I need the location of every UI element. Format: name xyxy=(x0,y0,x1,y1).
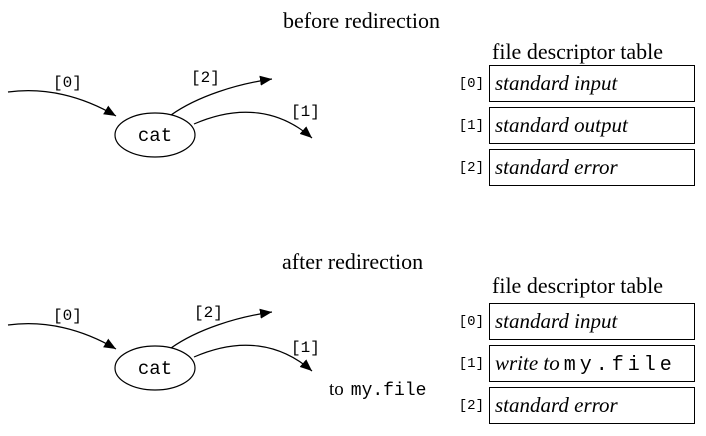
before-section-title: before redirection xyxy=(283,8,440,33)
redirect-target-note: to my.file xyxy=(329,379,426,401)
before-table-index-1: [1] xyxy=(458,118,484,134)
before-process-diagram xyxy=(7,75,313,158)
after-table-row-0: standard input xyxy=(489,303,695,340)
redirect-note-filename: my.file xyxy=(350,381,427,401)
before-table-index-2: [2] xyxy=(458,160,484,176)
before-fd0-arrow-label: [0] xyxy=(53,74,82,92)
before-table-title: file descriptor table xyxy=(492,39,664,64)
after-table-title: file descriptor table xyxy=(492,273,664,298)
before-fd2-arrow-label: [2] xyxy=(191,69,220,87)
after-table-index-2: [2] xyxy=(458,398,484,414)
before-table-row-2: standard error xyxy=(489,149,695,186)
before-stdout-arrow xyxy=(193,111,313,139)
after-process-diagram xyxy=(7,308,313,391)
before-stdin-arrow xyxy=(7,90,117,117)
before-process-ellipse xyxy=(114,112,196,158)
after-table-row-2: standard error xyxy=(489,387,695,424)
redirect-note-prefix: to xyxy=(329,379,344,400)
after-section-title: after redirection xyxy=(282,249,424,274)
after-table-cell-1-filename: my.file xyxy=(563,354,676,377)
before-table-index-0: [0] xyxy=(458,76,484,92)
after-fd2-arrow-label: [2] xyxy=(194,304,223,322)
after-table-index-1: [1] xyxy=(458,356,484,372)
before-table-cell-1: standard output xyxy=(495,113,628,137)
after-stderr-arrow xyxy=(170,308,273,349)
after-process-ellipse xyxy=(114,345,196,391)
before-process-name: cat xyxy=(137,125,173,147)
before-fd1-arrow-label: [1] xyxy=(291,103,320,121)
before-table-cell-2: standard error xyxy=(495,155,618,179)
after-table-cell-0: standard input xyxy=(495,309,618,333)
after-fd1-arrow-label: [1] xyxy=(291,339,320,357)
after-process-name: cat xyxy=(137,358,173,380)
before-table-row-0: standard input xyxy=(489,65,695,102)
after-stdout-arrow xyxy=(193,344,313,372)
before-stderr-arrow xyxy=(170,75,273,116)
after-fd0-arrow-label: [0] xyxy=(53,307,82,325)
after-stdin-arrow xyxy=(7,323,117,350)
after-table-index-0: [0] xyxy=(458,314,484,330)
before-table-row-1: standard output xyxy=(489,107,695,144)
before-table-cell-0: standard input xyxy=(495,71,618,95)
after-table-cell-1-action: write to xyxy=(495,351,560,375)
after-table-cell-2: standard error xyxy=(495,393,618,417)
